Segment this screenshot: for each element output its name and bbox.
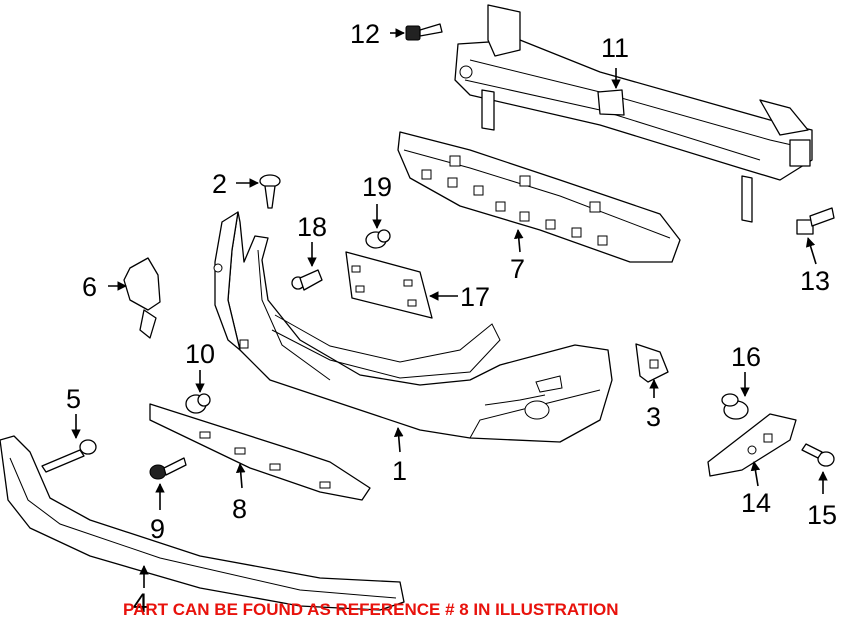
side-bracket [635,343,669,383]
callout-16: 16 [731,342,761,372]
callout-18: 18 [297,212,327,242]
leader-lines [71,28,828,588]
callout-13: 13 [800,266,830,296]
callout-6: 6 [82,272,97,302]
fastener-9 [149,457,187,480]
callout-3: 3 [646,402,661,432]
callout-17: 17 [460,282,490,312]
fastener-5 [41,439,97,473]
callout-numbers: 12 11 2 19 13 7 18 6 17 10 3 16 5 1 8 9 … [66,19,837,618]
callout-14: 14 [741,488,771,518]
lower-bracket-strip [149,403,371,501]
callout-5: 5 [66,384,81,414]
fastener-16 [721,393,749,420]
callout-19: 19 [362,172,392,202]
reinforcement-bar [454,4,813,223]
bumper-cover [213,211,613,443]
license-plate-bracket [345,251,433,319]
side-guide-bracket [707,413,797,477]
callout-10: 10 [185,339,215,369]
callout-11: 11 [601,33,629,63]
energy-absorber [397,131,681,263]
lower-spoiler [0,435,405,611]
callout-4: 4 [133,588,148,618]
fastener-19 [365,229,391,249]
callout-9: 9 [150,514,165,544]
fastener-18 [291,269,323,291]
callout-15: 15 [807,500,837,530]
fastener-10 [185,393,211,414]
fastener-13 [796,207,835,235]
fastener-12 [405,23,443,41]
callout-2: 2 [212,169,227,199]
callout-8: 8 [232,494,247,524]
callout-12: 12 [350,19,380,49]
reference-note: PART CAN BE FOUND AS REFERENCE # 8 IN IL… [123,600,619,619]
fastener-15 [801,443,835,467]
tow-hook-cover [123,257,161,339]
callout-7: 7 [510,254,525,284]
fastener-2 [259,174,281,209]
callout-1: 1 [392,456,407,486]
